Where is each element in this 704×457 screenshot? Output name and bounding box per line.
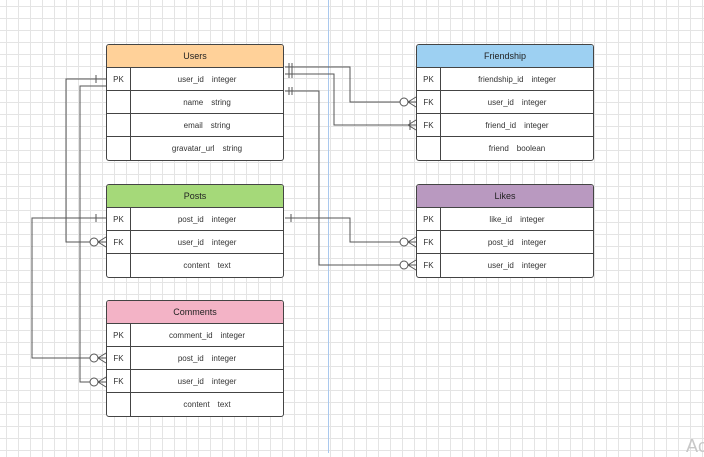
field-type: integer [524,120,549,130]
rel-users-likes [285,90,416,266]
field-type: integer [211,237,237,247]
field-name: user_id [487,97,514,107]
key-cell [107,137,131,160]
table-row[interactable]: FK user_id integer [107,231,283,254]
field-type: integer [520,214,545,224]
key-cell: FK [107,231,131,253]
field-name: post_id [487,237,514,247]
table-row[interactable]: FK user_id integer [417,254,593,277]
field-type: string [211,97,231,107]
key-cell: PK [417,208,441,230]
table-header-comments[interactable]: Comments [107,301,283,324]
field-name: user_id [487,261,514,270]
table-row[interactable]: FK post_id integer [107,347,283,370]
field-name: post_id [177,353,204,363]
field-name: friend_id [485,120,517,130]
field-type: integer [531,74,556,84]
key-cell: PK [107,208,131,230]
table-header-users[interactable]: Users [107,45,283,68]
field-name: email [183,120,203,130]
watermark-text: Ac [686,436,704,456]
table-row[interactable]: content text [107,254,283,277]
key-cell: FK [417,254,441,277]
field-type: integer [521,237,547,247]
key-cell: FK [417,231,441,253]
field-type: integer [211,376,237,386]
field-type: integer [211,74,237,84]
field-name: user_id [177,376,204,386]
rel-users-friendship-user [285,66,416,103]
field-type: boolean [516,144,546,153]
field-name: friend [488,144,509,153]
field-name: comment_id [168,330,213,340]
key-cell: FK [107,347,131,369]
table-row[interactable]: FK user_id integer [417,91,593,114]
field-name: content [183,400,210,409]
table-row[interactable]: PK post_id integer [107,208,283,231]
field-type: string [222,144,243,153]
rel-users-friendship-friend [285,73,416,126]
table-header-likes[interactable]: Likes [417,185,593,208]
field-type: integer [211,353,237,363]
key-cell [107,393,131,416]
key-cell [107,91,131,113]
rel-posts-comments [31,217,106,359]
field-name: gravatar_url [171,144,215,153]
key-cell [107,254,131,277]
field-name: user_id [177,74,204,84]
rel-users-posts [65,78,106,243]
table-row[interactable]: name string [107,91,283,114]
table-row[interactable]: content text [107,393,283,416]
table-row[interactable]: FK post_id integer [417,231,593,254]
table-row[interactable]: PK user_id integer [107,68,283,91]
table-row[interactable]: friend boolean [417,137,593,160]
field-type: integer [211,214,237,224]
field-name: post_id [177,214,204,224]
key-cell [107,114,131,136]
table-row[interactable]: gravatar_url string [107,137,283,160]
field-type: integer [521,261,547,270]
table-header-posts[interactable]: Posts [107,185,283,208]
field-name: friendship_id [478,74,524,84]
key-cell: FK [107,370,131,392]
rel-users-comments [79,85,106,383]
key-cell: PK [107,324,131,346]
table-row[interactable]: email string [107,114,283,137]
field-type: integer [521,97,547,107]
table-row[interactable]: FK user_id integer [107,370,283,393]
table-row[interactable]: FK friend_id integer [417,114,593,137]
key-cell: PK [417,68,441,90]
key-cell: PK [107,68,131,90]
table-row[interactable]: PK comment_id integer [107,324,283,347]
key-cell: FK [417,91,441,113]
field-type: integer [220,330,246,340]
key-cell [417,137,441,160]
vertical-guide-line [328,0,329,453]
table-header-friendship[interactable]: Friendship [417,45,593,68]
table-row[interactable]: PK friendship_id integer [417,68,593,91]
field-type: text [217,261,231,270]
field-name: like_id [489,214,513,224]
key-cell: FK [417,114,441,136]
field-name: content [183,261,210,270]
rel-posts-likes [285,217,416,243]
field-name: name [183,97,204,107]
table-row[interactable]: PK like_id integer [417,208,593,231]
field-name: user_id [177,237,204,247]
field-type: text [217,400,231,409]
field-type: string [210,120,231,130]
